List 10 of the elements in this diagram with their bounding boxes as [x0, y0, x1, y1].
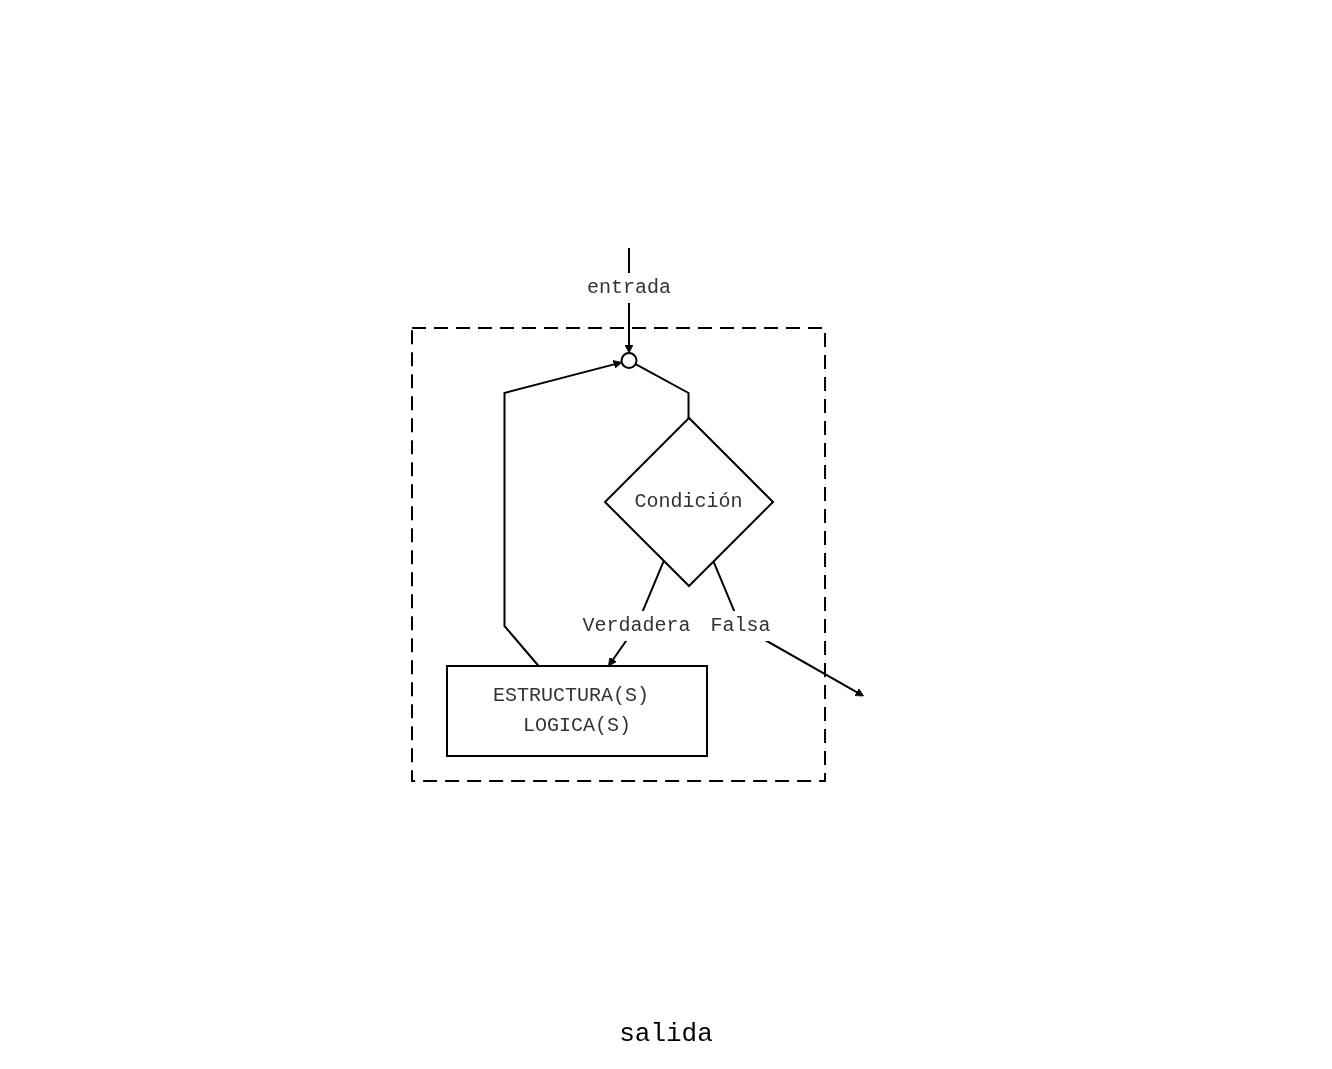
arrow — [503, 360, 623, 668]
node-circle — [620, 352, 638, 370]
note-label: salida — [618, 1019, 714, 1049]
edge-label: Verdadera — [582, 614, 691, 638]
connector — [634, 363, 690, 420]
node-box: ESTRUCTURA(S) LOGICA(S) — [446, 665, 708, 758]
cluster — [411, 327, 826, 783]
node-diamond: Condición — [603, 417, 775, 588]
edge-label: Falsa — [710, 614, 771, 638]
edge-label: entrada — [586, 276, 671, 300]
